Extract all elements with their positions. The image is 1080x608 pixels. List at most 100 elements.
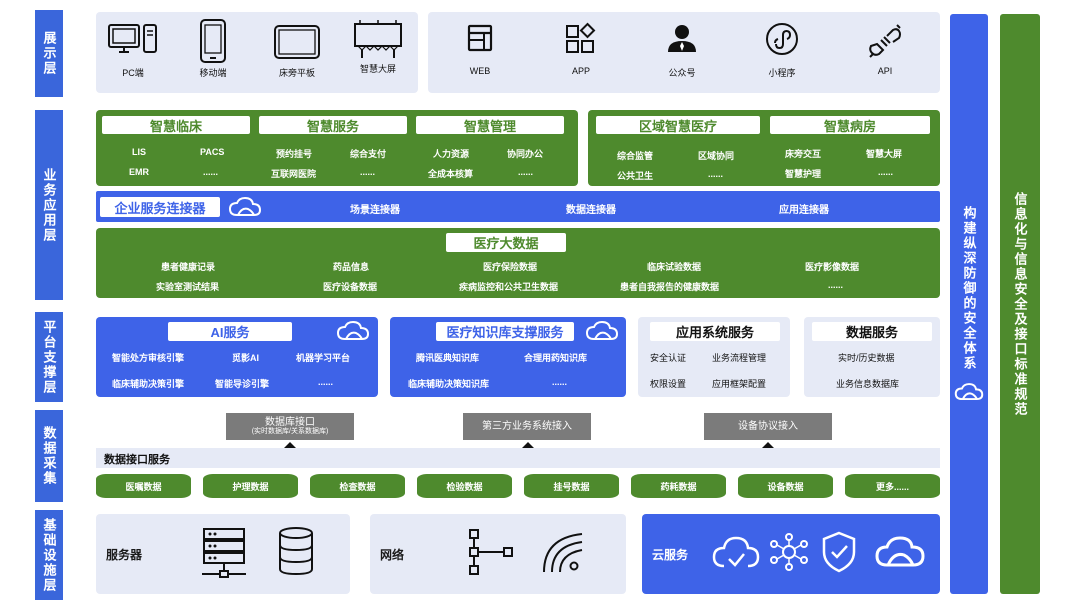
- display-label-pc: PC端: [122, 68, 144, 78]
- data-cylinder: 医嘱数据: [96, 474, 191, 498]
- data-cylinder: 检查数据: [310, 474, 405, 498]
- data-cylinder: 护理数据: [203, 474, 298, 498]
- display-item-api: API: [860, 22, 910, 76]
- tablet-icon: [274, 25, 320, 59]
- app-system-title: 应用系统服务: [650, 322, 780, 341]
- display-item-tablet: 床旁平板: [265, 24, 329, 79]
- display-item-app: APP: [556, 22, 606, 76]
- db-interface-title: 数据库接口: [265, 416, 315, 428]
- display-item-official-account: 公众号: [657, 22, 707, 79]
- service-item: ......: [360, 167, 376, 177]
- ai-item: 机器学习平台: [296, 353, 351, 363]
- web-icon: [467, 24, 493, 52]
- app-item: 业务流程管理: [712, 353, 767, 363]
- layer-label-business: 业务应用层: [35, 110, 63, 300]
- display-label-mini-program: 小程序: [768, 68, 796, 78]
- display-label-official-account: 公众号: [668, 68, 696, 78]
- data-service-item: 业务信息数据库: [836, 379, 900, 389]
- official-account-icon: [668, 25, 696, 52]
- regional-item: 综合监管: [617, 151, 654, 161]
- data-cylinder: 检验数据: [417, 474, 512, 498]
- display-label-app: APP: [571, 66, 590, 76]
- bigdata-item: 临床试验数据: [647, 262, 702, 272]
- bigdata-item: 医疗影像数据: [805, 262, 860, 272]
- data-interface-service-label: 数据接口服务: [104, 454, 170, 466]
- display-label-web: WEB: [469, 66, 491, 76]
- section-title-management: 智慧管理: [416, 116, 564, 134]
- kb-item: ......: [552, 377, 568, 387]
- app-item: 应用框架配置: [712, 379, 767, 389]
- bigdata-item: 疾病监控和公共卫生数据: [459, 282, 559, 292]
- regional-item: 区域协同: [698, 151, 735, 161]
- display-item-web: WEB: [455, 22, 505, 76]
- data-cylinder: 挂号数据: [524, 474, 619, 498]
- wifi-signal-icon: [543, 533, 583, 573]
- layer-label-display: 展示层: [35, 10, 63, 97]
- layer-label-platform: 平台支撑层: [35, 312, 63, 402]
- app-item: 安全认证: [650, 353, 687, 363]
- api-icon: [869, 24, 901, 58]
- data-cylinder: 更多......: [845, 474, 940, 498]
- layer-label-data: 数据采集: [35, 410, 63, 502]
- cloud-icon: [954, 382, 984, 400]
- bigdata-item: ......: [828, 280, 844, 290]
- display-item-mobile: 移动端: [183, 18, 243, 79]
- service-item: 预约挂号: [276, 149, 313, 159]
- service-item: 互联网医院: [271, 169, 317, 179]
- ward-item: ......: [878, 167, 894, 177]
- app-item: 权限设置: [650, 379, 687, 389]
- kb-item: 合理用药知识库: [524, 353, 588, 363]
- ward-item: 床旁交互: [785, 149, 822, 159]
- big-screen-icon: [354, 20, 402, 58]
- bigdata-item: 医疗设备数据: [323, 282, 378, 292]
- ai-item: ......: [318, 377, 334, 387]
- cloud-service-label: 云服务: [652, 548, 689, 562]
- ai-service-title: AI服务: [168, 322, 292, 341]
- ai-item: 觅影AI: [232, 353, 260, 363]
- cloud-service-panel: [642, 514, 940, 594]
- bigdata-item: 实验室测试结果: [156, 282, 220, 292]
- kb-item: 临床辅助决策知识库: [408, 379, 490, 389]
- bigdata-item: 患者自我报告的健康数据: [620, 282, 720, 292]
- clinical-item: ......: [203, 167, 219, 177]
- section-title-regional: 区域智慧医疗: [596, 116, 760, 134]
- section-title-ward: 智慧病房: [770, 116, 930, 134]
- management-item: 协同办公: [507, 149, 544, 159]
- section-title-service: 智慧服务: [259, 116, 407, 134]
- bigdata-item: 药品信息: [333, 262, 370, 272]
- kb-item: 腾讯医典知识库: [416, 353, 480, 363]
- knowledge-base-title: 医疗知识库支撑服务: [436, 322, 574, 341]
- connector-title: 企业服务连接器: [100, 197, 220, 217]
- data-cylinder: 药耗数据: [631, 474, 726, 498]
- ai-item: 智能导诊引擎: [215, 379, 270, 389]
- bigdata-title: 医疗大数据: [446, 233, 566, 252]
- clinical-item: PACS: [200, 147, 225, 157]
- bigdata-item: 患者健康记录: [161, 262, 216, 272]
- mobile-icon: [200, 19, 226, 63]
- server-label: 服务器: [106, 548, 143, 562]
- standards-bar: 信息化与信息安全及接口标准规范: [1000, 14, 1040, 594]
- data-service-item: 实时/历史数据: [838, 353, 895, 363]
- data-cylinder: 设备数据: [738, 474, 833, 498]
- network-label: 网络: [380, 548, 405, 562]
- management-item: 人力资源: [433, 149, 470, 159]
- connector-item: 场景连接器: [350, 205, 400, 216]
- cloud-icon: [228, 196, 262, 216]
- regional-item: ......: [708, 169, 724, 179]
- data-interface-service-bar: [96, 448, 940, 468]
- hexagon-network-icon: [770, 533, 808, 571]
- connector-bar: [96, 191, 940, 222]
- display-item-pc: PC端: [103, 22, 163, 79]
- clinical-item: LIS: [132, 147, 147, 157]
- ai-item: 临床辅助决策引擎: [112, 379, 185, 389]
- cloud-check-icon: [712, 536, 760, 568]
- ai-item: 智能处方审核引擎: [112, 353, 185, 363]
- connector-item: 数据连接器: [566, 205, 616, 216]
- section-title-clinical: 智慧临床: [102, 116, 250, 134]
- server-rack-icon: [202, 528, 246, 578]
- network-panel: [370, 514, 626, 594]
- app-icon: [566, 22, 596, 53]
- cloud-icon: [585, 320, 619, 340]
- db-interface-chip: 数据库接口 (实时数据库/关系数据库): [226, 413, 354, 440]
- display-item-big-screen: 智慧大屏: [347, 18, 409, 75]
